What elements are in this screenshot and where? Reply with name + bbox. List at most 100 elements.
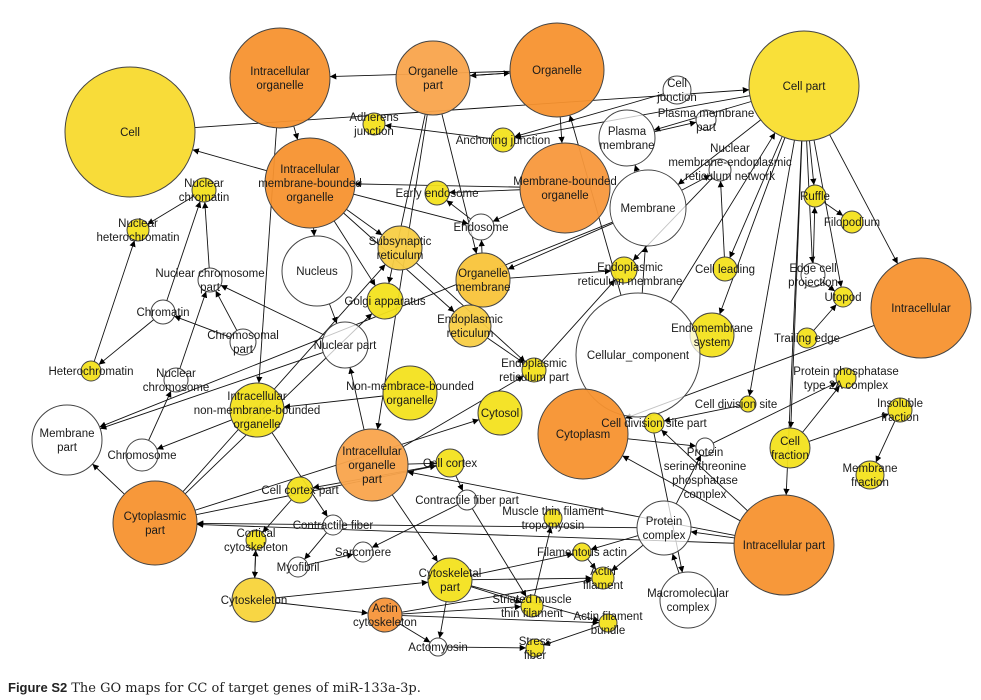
node-cortical-cytoskeleton[interactable]	[245, 529, 267, 551]
node-non-membrane-bounded[interactable]	[382, 365, 438, 421]
node-label-nuclear-part: Nuclear part	[314, 340, 377, 352]
node-myofibril[interactable]	[287, 556, 309, 578]
edge-intracellular_membrane_bounded_organelle-to-cell	[192, 148, 267, 172]
node-cell-cortex[interactable]	[435, 448, 465, 478]
node-nuclear-chromosome-part[interactable]	[197, 267, 223, 293]
node-edge-cell-projection[interactable]	[800, 262, 826, 288]
node-intracellular-organelle[interactable]	[229, 27, 331, 129]
edge-intracellular_membrane_bounded_organelle-to-subsynaptic_reticulum	[346, 208, 383, 236]
node-endosome[interactable]	[467, 213, 495, 241]
edge-cytoskeleton-to-cytoskeletal_part	[275, 579, 429, 599]
caption-text: The GO maps for CC of target genes of mi…	[71, 681, 421, 696]
node-trailing-edge[interactable]	[796, 327, 818, 349]
node-contractile-fiber-part[interactable]	[456, 489, 478, 511]
node-actomyosin[interactable]	[428, 637, 448, 657]
node-organelle-membrane[interactable]	[455, 252, 511, 308]
node-protein-phosphatase-type2a[interactable]	[835, 367, 857, 389]
node-sarcomere[interactable]	[352, 541, 374, 563]
node-actin-filament[interactable]	[591, 566, 615, 590]
node-cell-division-site[interactable]	[739, 395, 757, 413]
node-actin-filament-bundle[interactable]	[598, 613, 618, 633]
node-er[interactable]	[448, 304, 492, 348]
node-cellular-component[interactable]	[575, 292, 701, 418]
node-chromosomal-part[interactable]	[229, 328, 257, 356]
node-cell-fraction[interactable]	[769, 427, 811, 469]
node-filamentous-actin[interactable]	[572, 542, 592, 562]
node-adherens-junction[interactable]	[362, 112, 386, 136]
edge-cortical_cytoskeleton-to-cytoskeleton	[251, 549, 259, 579]
node-insoluble-fraction[interactable]	[887, 397, 913, 423]
edge-cytoplasmic_part-to-subsynaptic_reticulum	[182, 264, 386, 492]
node-golgi[interactable]	[366, 282, 404, 320]
edge-contractile_fiber_part-to-sarcomere	[371, 504, 459, 548]
node-chromatin[interactable]	[150, 299, 176, 325]
node-striated-muscle-thin-filament[interactable]	[520, 594, 544, 618]
node-muscle-thin-filament-tropomyosin[interactable]	[543, 508, 563, 528]
node-ruffle[interactable]	[803, 184, 827, 208]
node-intracellular-non-mbo[interactable]	[229, 382, 285, 438]
node-label-organelle: Organelle	[532, 65, 582, 77]
node-macromolecular-complex[interactable]	[659, 571, 717, 629]
node-cell-part[interactable]	[748, 30, 860, 142]
node-stress-fiber[interactable]	[525, 638, 545, 658]
node-utopod[interactable]	[832, 286, 854, 308]
node-membrane-fraction[interactable]	[855, 460, 885, 490]
node-plasma-membrane[interactable]	[598, 109, 656, 167]
node-actin-cytoskeleton[interactable]	[367, 597, 403, 633]
node-cytoplasm[interactable]	[537, 388, 629, 480]
edge-cell_part-to-cell_division_site	[747, 140, 795, 397]
node-nuclear-heterochromatin[interactable]	[126, 218, 150, 242]
node-er-membrane[interactable]	[610, 256, 638, 284]
node-contractile-fiber[interactable]	[322, 514, 344, 536]
node-membrane[interactable]	[609, 169, 687, 247]
node-nucleus[interactable]	[281, 235, 353, 307]
node-nuclear-chromosome[interactable]	[163, 367, 189, 393]
node-heterochromatin[interactable]	[80, 360, 102, 382]
node-cell[interactable]	[64, 66, 196, 198]
node-protein-ser-thr-phosphatase-complex[interactable]	[695, 437, 715, 457]
edge-membrane-to-organelle_membrane	[507, 222, 614, 270]
node-plasma-membrane-part[interactable]	[695, 109, 717, 131]
node-cell-junction[interactable]	[662, 75, 692, 105]
edge-cell_part-to-utopod	[813, 140, 844, 288]
node-cytoplasmic-part[interactable]	[112, 480, 198, 566]
node-intracellular[interactable]	[870, 257, 972, 359]
node-intracellular-organelle-part[interactable]	[335, 428, 409, 502]
node-organelle[interactable]	[509, 22, 605, 118]
node-anchoring-junction[interactable]	[490, 127, 516, 153]
node-nuclear-chromatin[interactable]	[191, 177, 217, 203]
node-protein-complex[interactable]	[636, 500, 692, 556]
node-label-myofibril: Myofibril	[277, 562, 320, 574]
node-cytosol[interactable]	[477, 390, 523, 436]
node-chromosome[interactable]	[125, 438, 159, 472]
node-filopodium[interactable]	[840, 210, 864, 234]
node-early-endosome[interactable]	[424, 180, 450, 206]
edge-edge_cell_projection-to-utopod	[822, 281, 836, 292]
node-organelle-part[interactable]	[395, 40, 471, 116]
edge-membrane_bounded_organelle-to-endosome	[492, 206, 525, 222]
node-nuclear-membrane-er-network[interactable]	[708, 158, 732, 182]
node-nuclear-part[interactable]	[321, 321, 369, 369]
node-intracellular-part[interactable]	[733, 494, 835, 596]
node-cytoskeleton[interactable]	[231, 577, 277, 623]
node-intracellular-membrane-bounded-organelle[interactable]	[264, 137, 356, 229]
node-membrane-bounded-organelle[interactable]	[519, 142, 611, 234]
node-membrane-part[interactable]	[31, 404, 103, 476]
node-cytoskeletal-part[interactable]	[427, 557, 473, 603]
node-cell-cortex-part[interactable]	[286, 476, 314, 504]
node-subsynaptic-reticulum[interactable]	[377, 225, 423, 271]
node-cell-division-site-part[interactable]	[643, 412, 665, 434]
node-cell-leading[interactable]	[712, 256, 738, 282]
node-er-part[interactable]	[521, 357, 547, 383]
